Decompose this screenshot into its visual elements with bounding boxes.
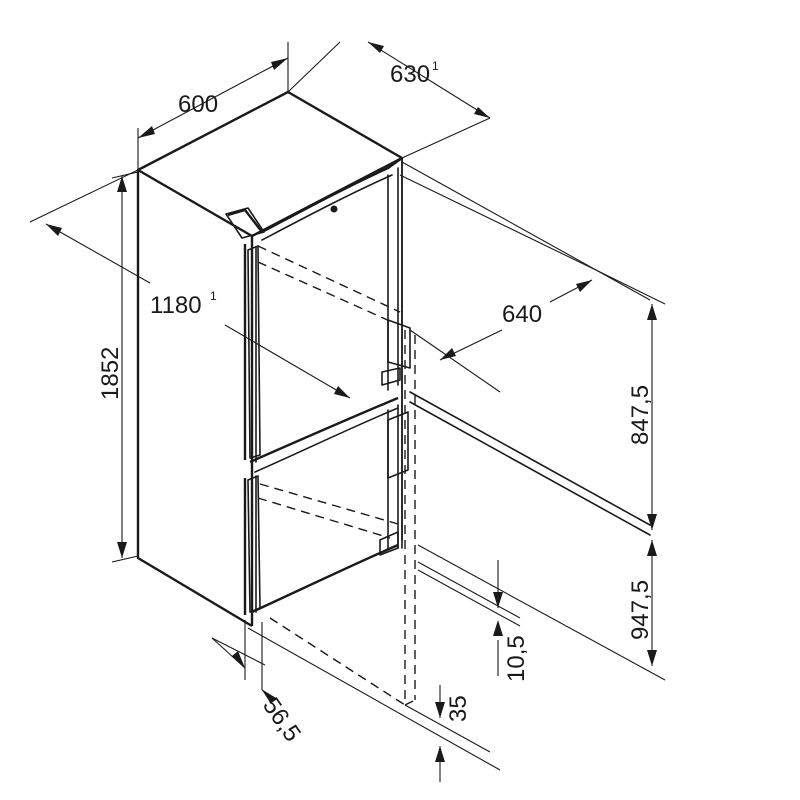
dimension-gap: 10,5 (493, 560, 530, 682)
height-label: 1852 (97, 347, 124, 400)
width-label: 600 (178, 91, 218, 118)
dimension-handle-depth: 640 (399, 174, 601, 393)
dimension-side-offset: 56,5 (211, 620, 306, 747)
fridge-doors (225, 157, 411, 615)
upper-height-label: 847,5 (627, 385, 654, 445)
dimension-depth: 630 1 (287, 41, 491, 159)
door-open-note: 1 (210, 289, 217, 303)
door-open-label: 1180 (150, 292, 202, 319)
handle-depth-label: 640 (502, 301, 542, 328)
side-offset-label: 56,5 (257, 693, 306, 747)
dimension-door-open: 1180 1 (29, 161, 651, 399)
control-knob-icon (330, 205, 338, 213)
dimension-lower-height: 947,5 (627, 540, 657, 666)
lower-height-label: 947,5 (627, 580, 654, 640)
base-label: 35 (445, 695, 472, 722)
dimension-upper-height: 847,5 (599, 271, 666, 530)
dimension-height: 1852 (97, 171, 139, 563)
dimension-width: 600 (137, 42, 289, 170)
open-door-outline (257, 245, 416, 706)
gap-label: 10,5 (503, 635, 530, 682)
depth-label: 630 (390, 61, 430, 88)
ground-lines (211, 391, 666, 771)
depth-note: 1 (432, 59, 439, 73)
fridge-body (136, 90, 404, 628)
dimension-base: 35 (435, 685, 472, 782)
